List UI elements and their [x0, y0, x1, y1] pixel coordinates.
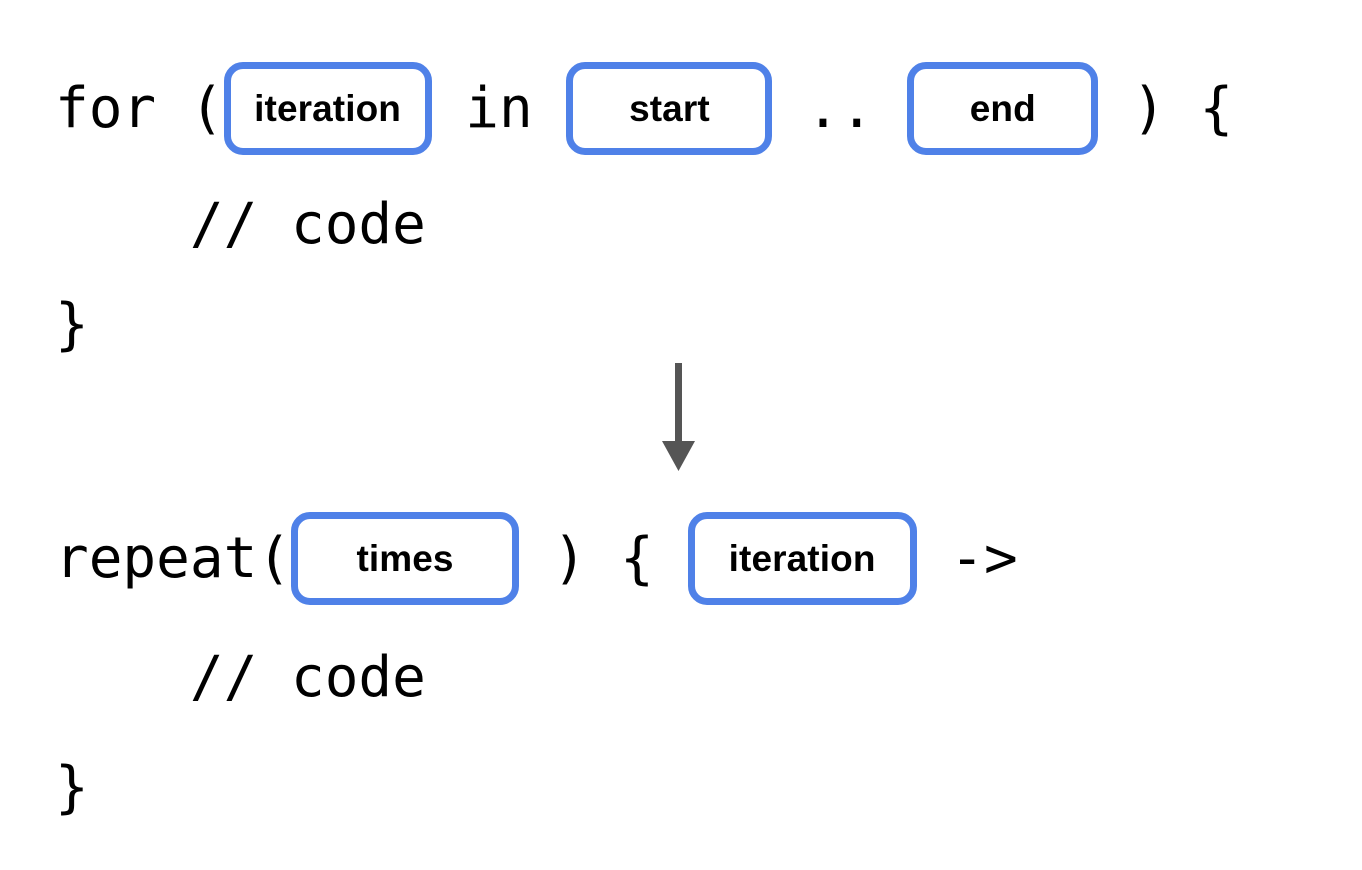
chip-times[interactable]: times	[291, 512, 520, 605]
in-keyword: in	[431, 75, 567, 141]
chip-start[interactable]: start	[566, 62, 773, 155]
for-closing-paren-brace: ) {	[1098, 75, 1234, 141]
repeat-paren-brace: ) {	[519, 525, 688, 591]
for-closing-brace: }	[55, 292, 89, 357]
repeat-body-comment: // code	[55, 645, 426, 710]
for-keyword: for (	[55, 75, 224, 141]
for-loop-signature-line: for ( iteration in start .. end ) {	[55, 62, 1233, 155]
repeat-signature-line: repeat( times ) { iteration ->	[55, 512, 1018, 605]
repeat-closing-brace: }	[55, 755, 89, 820]
chip-iteration-before[interactable]: iteration	[223, 62, 432, 155]
range-operator: ..	[772, 75, 908, 141]
lambda-arrow-operator: ->	[916, 525, 1018, 591]
for-body-comment: // code	[55, 192, 426, 257]
chip-iteration-after[interactable]: iteration	[687, 512, 917, 605]
down-arrow-icon	[640, 355, 720, 484]
repeat-keyword: repeat(	[55, 525, 292, 591]
chip-end[interactable]: end	[907, 62, 1099, 155]
